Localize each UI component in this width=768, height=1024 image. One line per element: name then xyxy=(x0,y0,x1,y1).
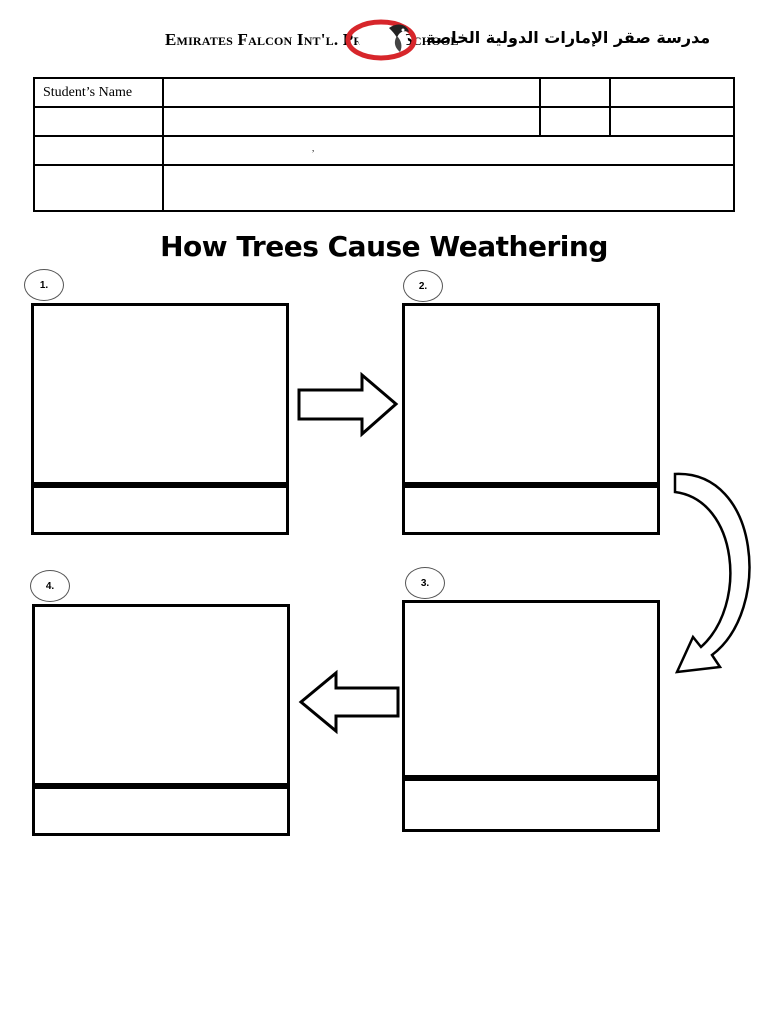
drawing-area[interactable] xyxy=(35,607,287,789)
table-row xyxy=(33,164,735,212)
arrow-right-icon xyxy=(297,371,399,438)
table-cell xyxy=(33,106,164,137)
table-cell[interactable]: , xyxy=(162,135,735,166)
student-info-table: Student’s Name , xyxy=(33,77,735,212)
step-number-2: 2. xyxy=(403,270,443,302)
table-row: Student’s Name xyxy=(33,77,735,108)
student-name-label: Student’s Name xyxy=(33,77,164,108)
table-cell[interactable] xyxy=(539,106,611,137)
table-cell[interactable] xyxy=(162,106,541,137)
school-header: Emirates Falcon Int'l. Private School مد… xyxy=(0,0,768,75)
table-row: , xyxy=(33,135,735,166)
arrow-left-icon xyxy=(298,669,400,735)
school-name-arabic: مدرسة صقر الإمارات الدولية الخاصة xyxy=(426,28,711,47)
step-box-1 xyxy=(31,303,289,535)
drawing-area[interactable] xyxy=(34,306,286,488)
step-box-2 xyxy=(402,303,660,535)
step-box-4 xyxy=(32,604,290,836)
curved-arrow-down-icon xyxy=(673,472,751,674)
table-row xyxy=(33,106,735,137)
falcon-logo xyxy=(345,19,417,61)
student-name-field[interactable] xyxy=(162,77,541,108)
worksheet-title: How Trees Cause Weathering xyxy=(160,230,608,263)
table-cell[interactable] xyxy=(162,164,735,212)
table-cell[interactable] xyxy=(609,77,735,108)
step-number-1: 1. xyxy=(24,269,64,301)
step-box-3 xyxy=(402,600,660,832)
step-number-4: 4. xyxy=(30,570,70,602)
table-cell xyxy=(33,135,164,166)
stray-mark: , xyxy=(312,142,315,153)
table-cell[interactable] xyxy=(609,106,735,137)
drawing-area[interactable] xyxy=(405,306,657,488)
step-number-3: 3. xyxy=(405,567,445,599)
drawing-area[interactable] xyxy=(405,603,657,781)
table-cell[interactable] xyxy=(539,77,611,108)
table-cell xyxy=(33,164,164,212)
